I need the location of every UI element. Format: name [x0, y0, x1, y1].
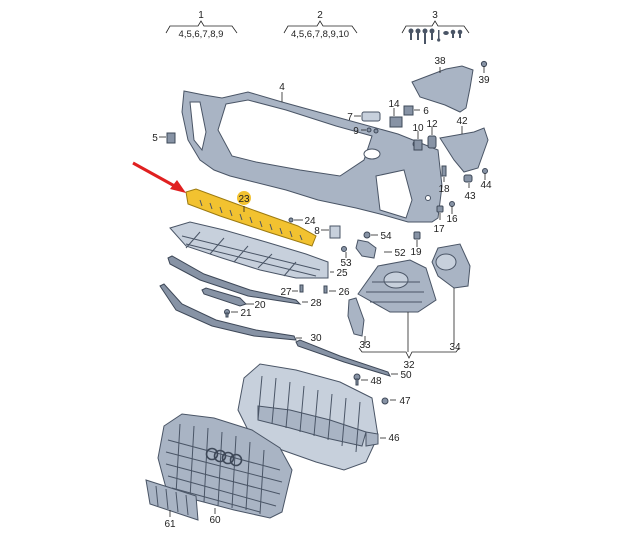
svg-text:20: 20 [254, 300, 266, 311]
part-8-cap: 8 [314, 225, 341, 239]
part-32-fog-grille [357, 259, 437, 313]
svg-text:19: 19 [410, 247, 422, 258]
part-52-sensor-bracket: 52 [355, 239, 406, 259]
svg-text:10: 10 [412, 123, 424, 134]
svg-text:16: 16 [446, 214, 458, 225]
part-33-trim-insert [347, 297, 365, 337]
svg-text:28: 28 [310, 298, 322, 309]
svg-text:8: 8 [314, 226, 320, 237]
part-24-screw: 24 [288, 216, 316, 227]
part-14-mount: 14 [388, 99, 403, 128]
svg-text:39: 39 [478, 75, 490, 86]
part-20-trim-strip: 20 [201, 287, 266, 311]
svg-text:47: 47 [399, 396, 411, 407]
part-9-clip: 9 [353, 126, 379, 137]
part-42-side-bracket: 42 [439, 116, 489, 173]
part-61-plate-bracket: 61 [145, 479, 199, 530]
svg-text:6: 6 [423, 106, 429, 117]
part-34-cover [431, 243, 471, 289]
svg-text:38: 38 [434, 56, 446, 67]
part-27-screw: 27 [280, 284, 304, 298]
svg-text:27: 27 [280, 287, 292, 298]
callout-bracket-32: 33 34 32 [358, 288, 461, 371]
part-26-screw: 26 [323, 285, 350, 298]
part-23-impact-absorber: 23 [185, 188, 317, 247]
part-53-screw: 53 [340, 246, 352, 269]
svg-text:3: 3 [432, 10, 438, 21]
svg-text:17: 17 [433, 224, 445, 235]
svg-text:43: 43 [464, 191, 476, 202]
svg-text:61: 61 [164, 519, 176, 530]
svg-text:24: 24 [304, 216, 316, 227]
svg-text:30: 30 [310, 333, 322, 344]
svg-text:2: 2 [317, 10, 323, 21]
svg-text:4: 4 [279, 82, 285, 93]
svg-text:5: 5 [152, 133, 158, 144]
part-4-bumper-cover: 4 [181, 82, 443, 223]
svg-text:48: 48 [370, 376, 382, 387]
four-rings-logo-icon [205, 447, 243, 467]
part-39-screw: 39 [478, 60, 490, 86]
svg-text:25: 25 [336, 268, 348, 279]
part-18-clip: 18 [438, 165, 450, 195]
svg-text:21: 21 [240, 308, 252, 319]
group-3: 3 [401, 10, 470, 44]
part-38-bracket: 38 [411, 56, 474, 113]
part-30-trim-strip: 30 [159, 283, 322, 344]
part-47-screw: 47 [381, 396, 411, 407]
svg-text:7: 7 [347, 112, 353, 123]
part-25-undertray: 25 [169, 221, 348, 279]
part-54-clip: 54 [363, 231, 392, 242]
part-7-bracket: 7 [347, 111, 381, 123]
part-10-sensor: 10 [412, 123, 424, 151]
svg-text:53: 53 [340, 258, 352, 269]
svg-text:42: 42 [456, 116, 468, 127]
svg-text:26: 26 [338, 287, 350, 298]
part-50-trim-strip: 50 [295, 339, 412, 381]
svg-text:12: 12 [426, 119, 438, 130]
svg-text:9: 9 [353, 126, 359, 137]
svg-text:44: 44 [480, 180, 492, 191]
svg-text:60: 60 [209, 515, 221, 526]
part-17-nut: 17 [433, 205, 445, 235]
part-12-sensor-holder: 12 [426, 119, 438, 149]
part-5-clip: 5 [152, 132, 176, 144]
svg-text:34: 34 [449, 342, 461, 353]
svg-text:1: 1 [198, 10, 204, 21]
svg-text:46: 46 [388, 433, 400, 444]
part-16-screw: 16 [446, 201, 458, 225]
part-43-nut: 43 [463, 174, 476, 202]
svg-text:4,5,6,7,8,9: 4,5,6,7,8,9 [179, 29, 224, 40]
svg-text:14: 14 [388, 99, 400, 110]
part-28-trim-strip: 28 [167, 255, 322, 309]
svg-text:50: 50 [400, 370, 412, 381]
part-44-screw: 44 [480, 168, 492, 191]
part-21-screw: 21 [224, 308, 252, 319]
group-2: 2 4,5,6,7,8,9,10 [283, 10, 358, 40]
group-1: 1 4,5,6,7,8,9 [165, 10, 238, 40]
part-6-cap: 6 [403, 105, 429, 117]
svg-text:52: 52 [394, 248, 406, 259]
svg-text:33: 33 [359, 340, 371, 351]
svg-text:32: 32 [403, 360, 415, 371]
part-19-clip: 19 [410, 231, 422, 258]
svg-text:18: 18 [438, 184, 450, 195]
svg-text:54: 54 [380, 231, 392, 242]
svg-text:4,5,6,7,8,9,10: 4,5,6,7,8,9,10 [291, 29, 349, 40]
fastener-set-icon [408, 28, 463, 44]
part-48-screw: 48 [353, 373, 382, 387]
highlight-arrow-icon [132, 161, 186, 193]
svg-text:23: 23 [238, 194, 250, 205]
